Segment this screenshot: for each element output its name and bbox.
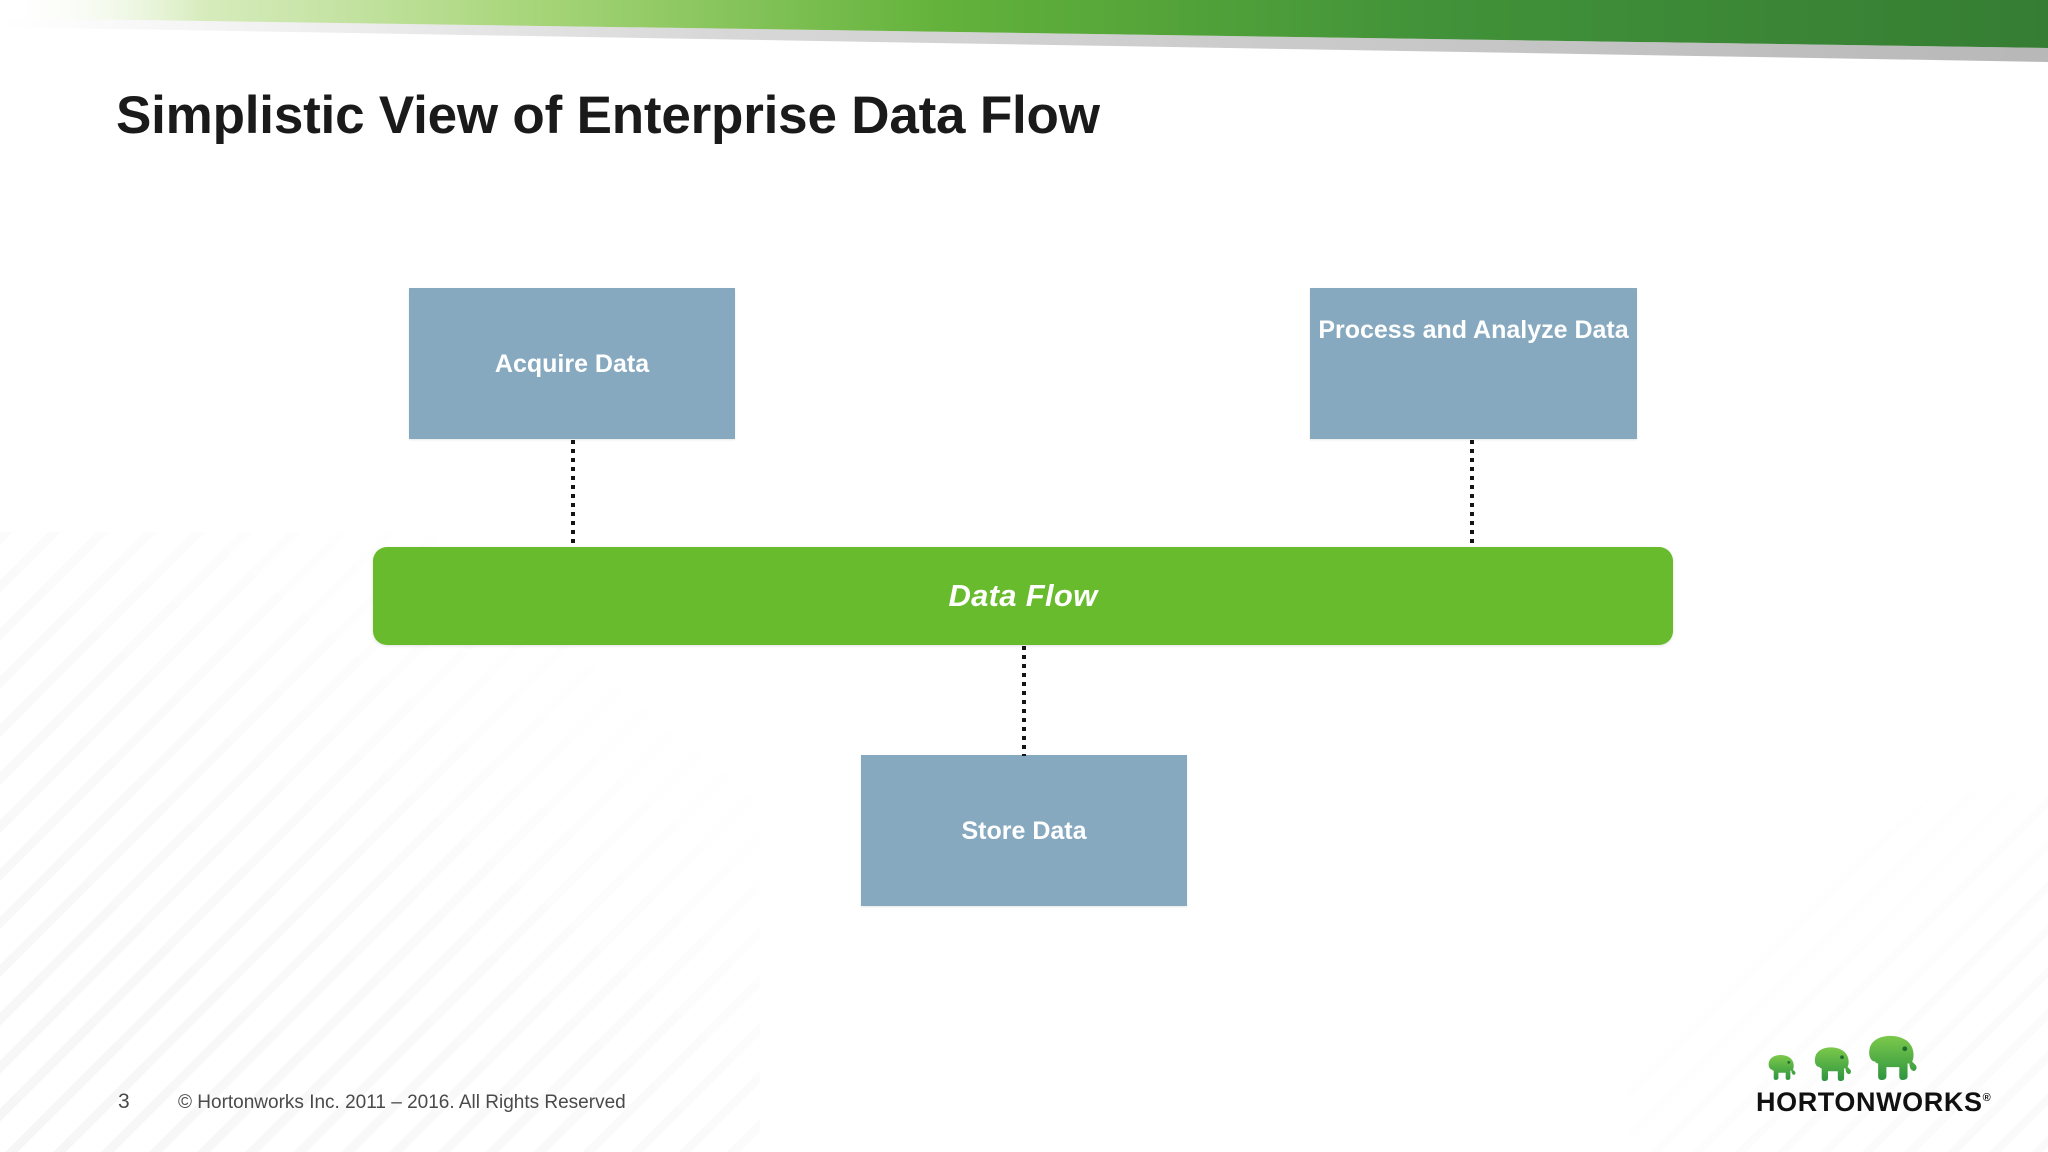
logo-wordmark-text: HORTONWORKS bbox=[1756, 1087, 1983, 1117]
node-label-data-flow: Data Flow bbox=[948, 578, 1098, 613]
footer-copyright-text: © Hortonworks Inc. 2011 – 2016. All Righ… bbox=[178, 1092, 626, 1113]
node-label-acquire-data: Acquire Data bbox=[494, 349, 650, 378]
three-elephants-icon bbox=[1768, 1035, 1917, 1081]
node-label-process-and-analyze-data: Process and Analyze Data bbox=[1318, 316, 1629, 344]
connector-process-to-data-flow bbox=[1470, 440, 1474, 548]
node-label-store-data: Store Data bbox=[961, 816, 1087, 845]
diagram-bar-data-flow[interactable]: Data Flow bbox=[373, 547, 1673, 645]
logo-wordmark: HORTONWORKS® bbox=[1756, 1087, 1991, 1118]
header-banner-graphic bbox=[0, 0, 2048, 62]
diagram-node-acquire-data[interactable]: Acquire Data bbox=[409, 288, 735, 439]
slide-page-number: 3 bbox=[118, 1090, 130, 1113]
diagram-node-store-data[interactable]: Store Data bbox=[861, 755, 1187, 906]
registered-trademark-icon: ® bbox=[1982, 1092, 1992, 1104]
page-title: Simplistic View of Enterprise Data Flow bbox=[116, 86, 1100, 145]
diagram-node-process-and-analyze-data[interactable]: Process and Analyze Data bbox=[1310, 288, 1637, 439]
connector-acquire-to-data-flow bbox=[571, 440, 575, 548]
hortonworks-logo: HORTONWORKS® bbox=[1756, 1028, 1991, 1120]
connector-data-flow-to-store bbox=[1022, 646, 1026, 756]
